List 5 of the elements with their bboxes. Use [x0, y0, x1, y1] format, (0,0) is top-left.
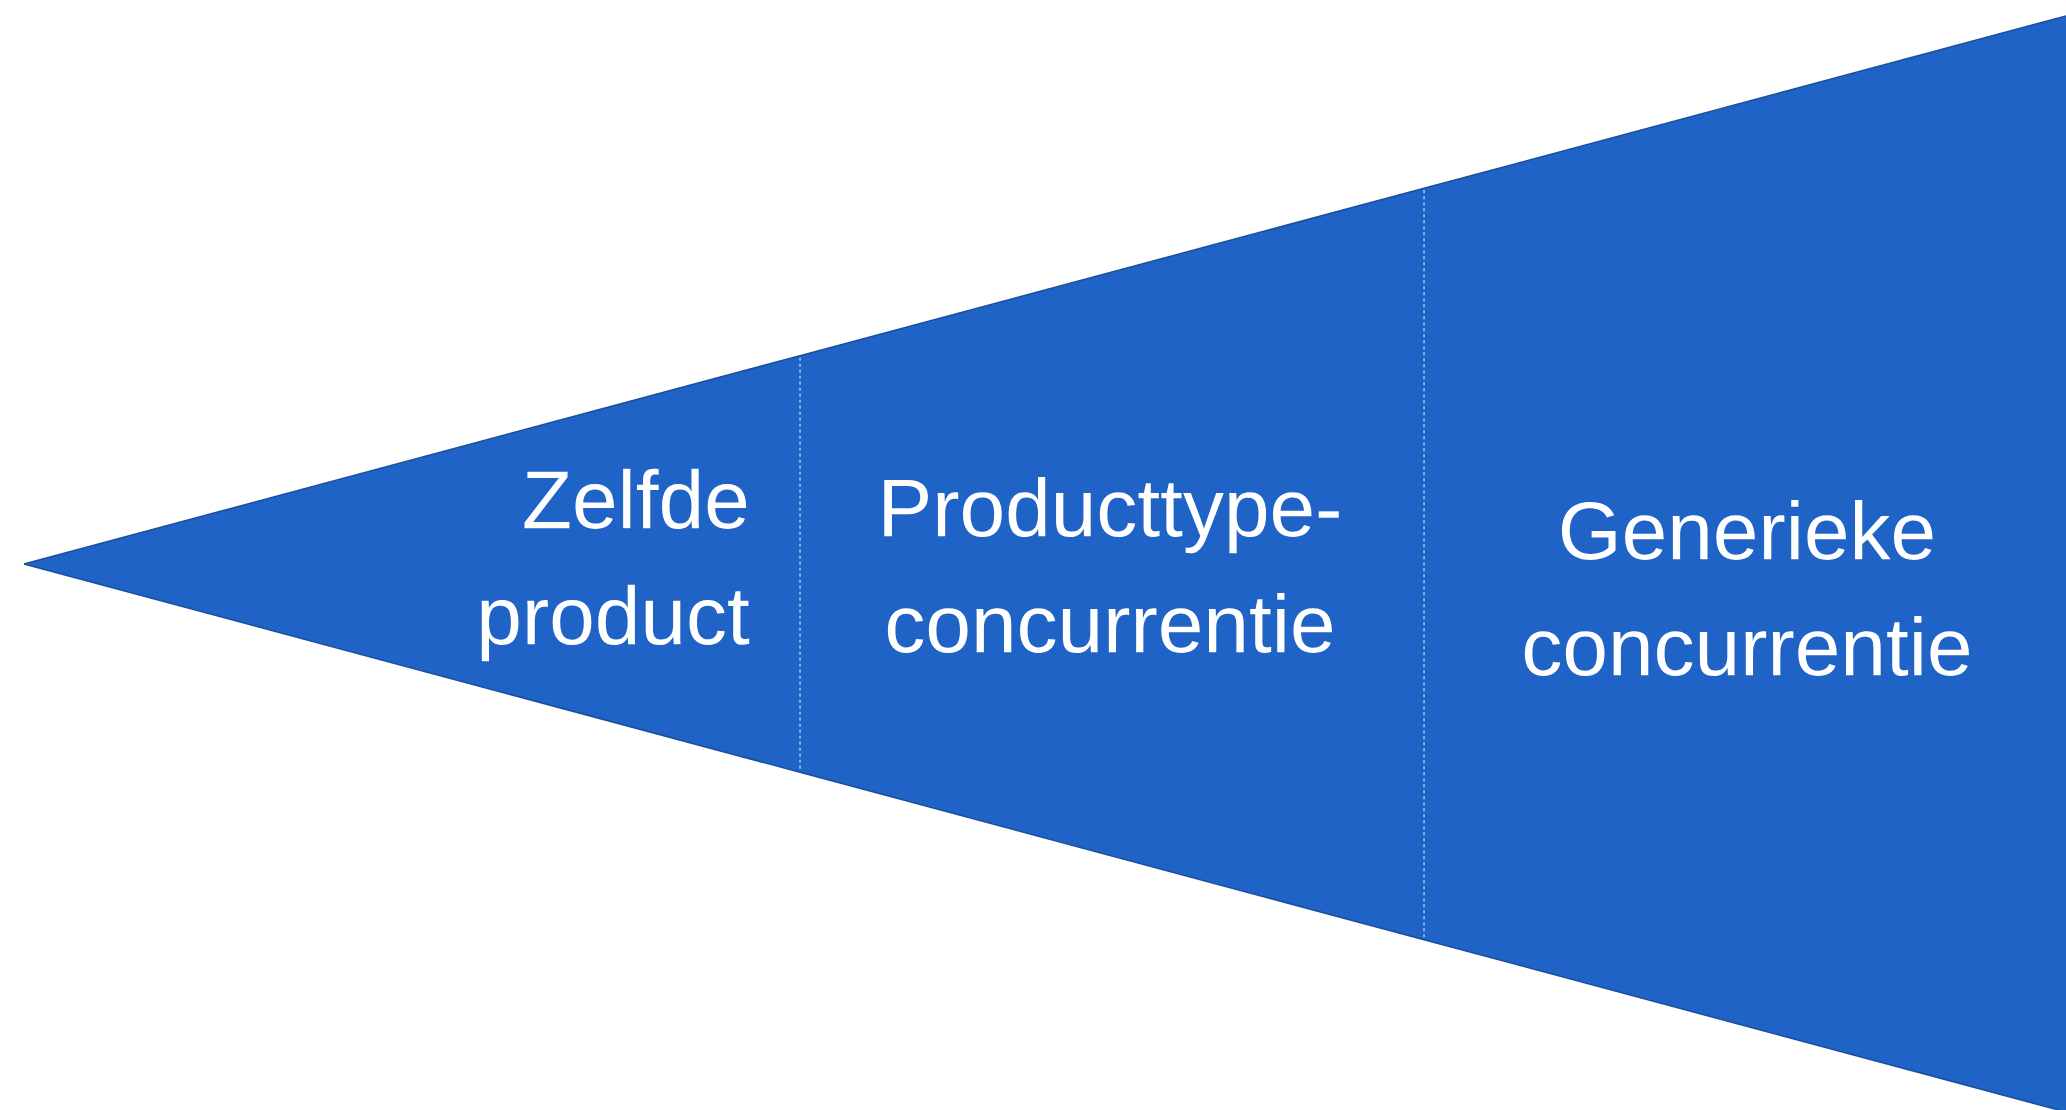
- node-label: Zelfde product: [481, 468, 750, 662]
- funnel-section: Generieke concurrentie: [1423, 15, 2066, 1110]
- funnel-section: Zelfde product: [23, 354, 801, 774]
- funnel-section: Producttype- concurrentie: [799, 187, 1425, 941]
- node-label: Producttype- concurrentie: [884, 476, 1339, 654]
